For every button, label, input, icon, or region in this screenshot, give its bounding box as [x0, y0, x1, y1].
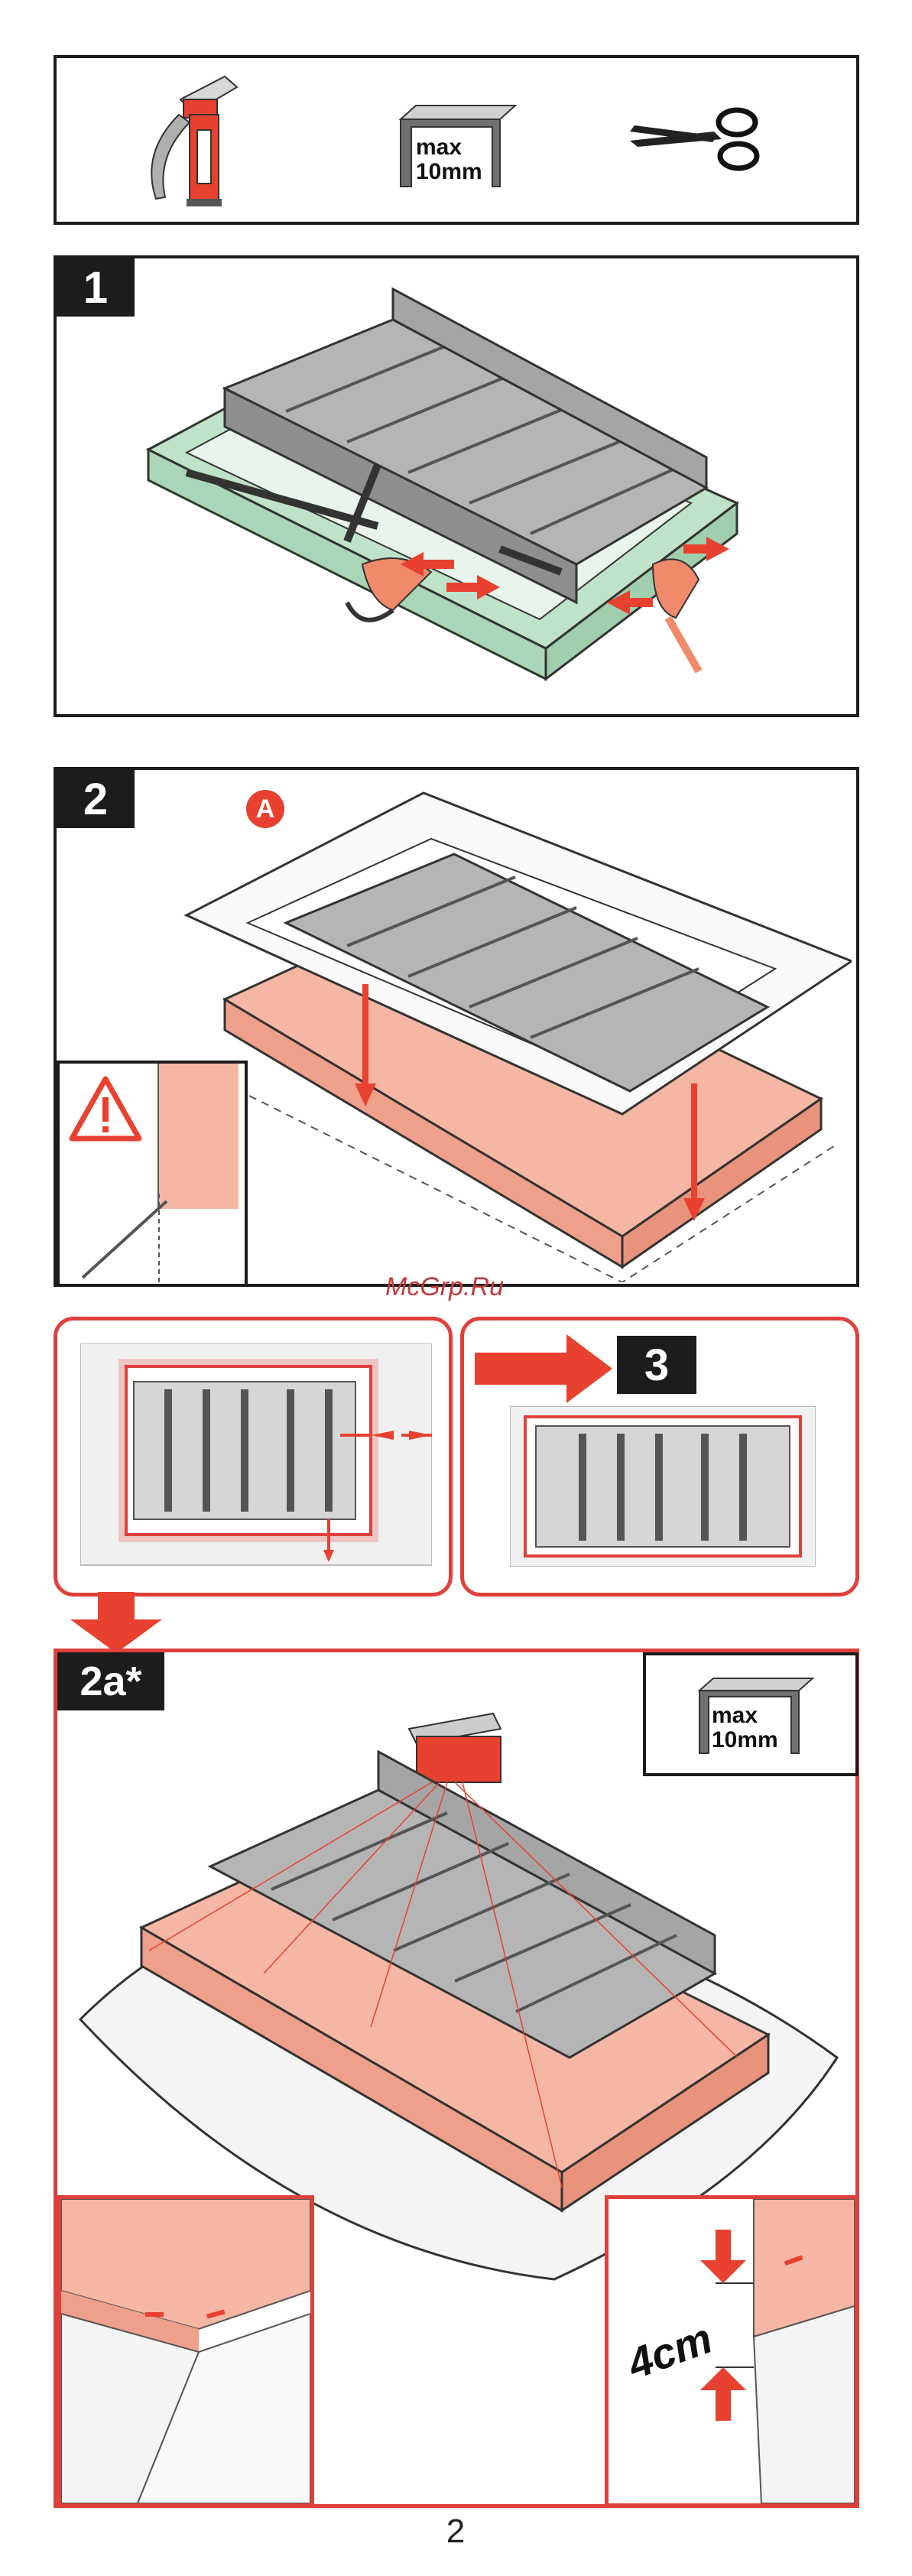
step3-arrow-icon: [475, 1334, 612, 1403]
warning-inset: [57, 1061, 248, 1287]
warning-icon: [67, 1074, 144, 1143]
stapler-icon: [133, 69, 255, 214]
page-number: 2: [433, 2513, 479, 2551]
step3-illustration: [510, 1406, 816, 1567]
staple-label-line2: 10mm: [416, 159, 482, 184]
arrow-up-icon: [700, 2367, 746, 2421]
arrow-down-icon: [700, 2230, 746, 2283]
step2-badge: 2: [57, 770, 135, 828]
scissors-icon: [622, 106, 768, 174]
step3-panel: 3: [460, 1317, 859, 1597]
staple-icon: max 10mm: [385, 96, 523, 203]
step1-panel: 1: [54, 255, 859, 717]
check-illustration: [80, 1343, 432, 1573]
corner-detail: [61, 2199, 310, 2503]
wood-beam: [157, 1064, 239, 1209]
step1-illustration: [72, 274, 844, 702]
staple-label-line1: max: [416, 135, 462, 160]
foil-edge: [75, 1194, 235, 1285]
tools-panel: max 10mm: [54, 55, 859, 225]
step3-badge: 3: [617, 1336, 696, 1394]
detail-inset-left: [57, 2195, 314, 2507]
watermark: McGrp.Ru: [385, 1272, 504, 1302]
check-panel: [54, 1317, 453, 1597]
step2-panel: 2 A: [54, 767, 859, 1287]
down-arrow-icon: [70, 1592, 162, 1653]
detail-inset-right: 4cm: [605, 2195, 858, 2507]
step2a-panel: 2a* max 10mm: [54, 1649, 859, 2508]
